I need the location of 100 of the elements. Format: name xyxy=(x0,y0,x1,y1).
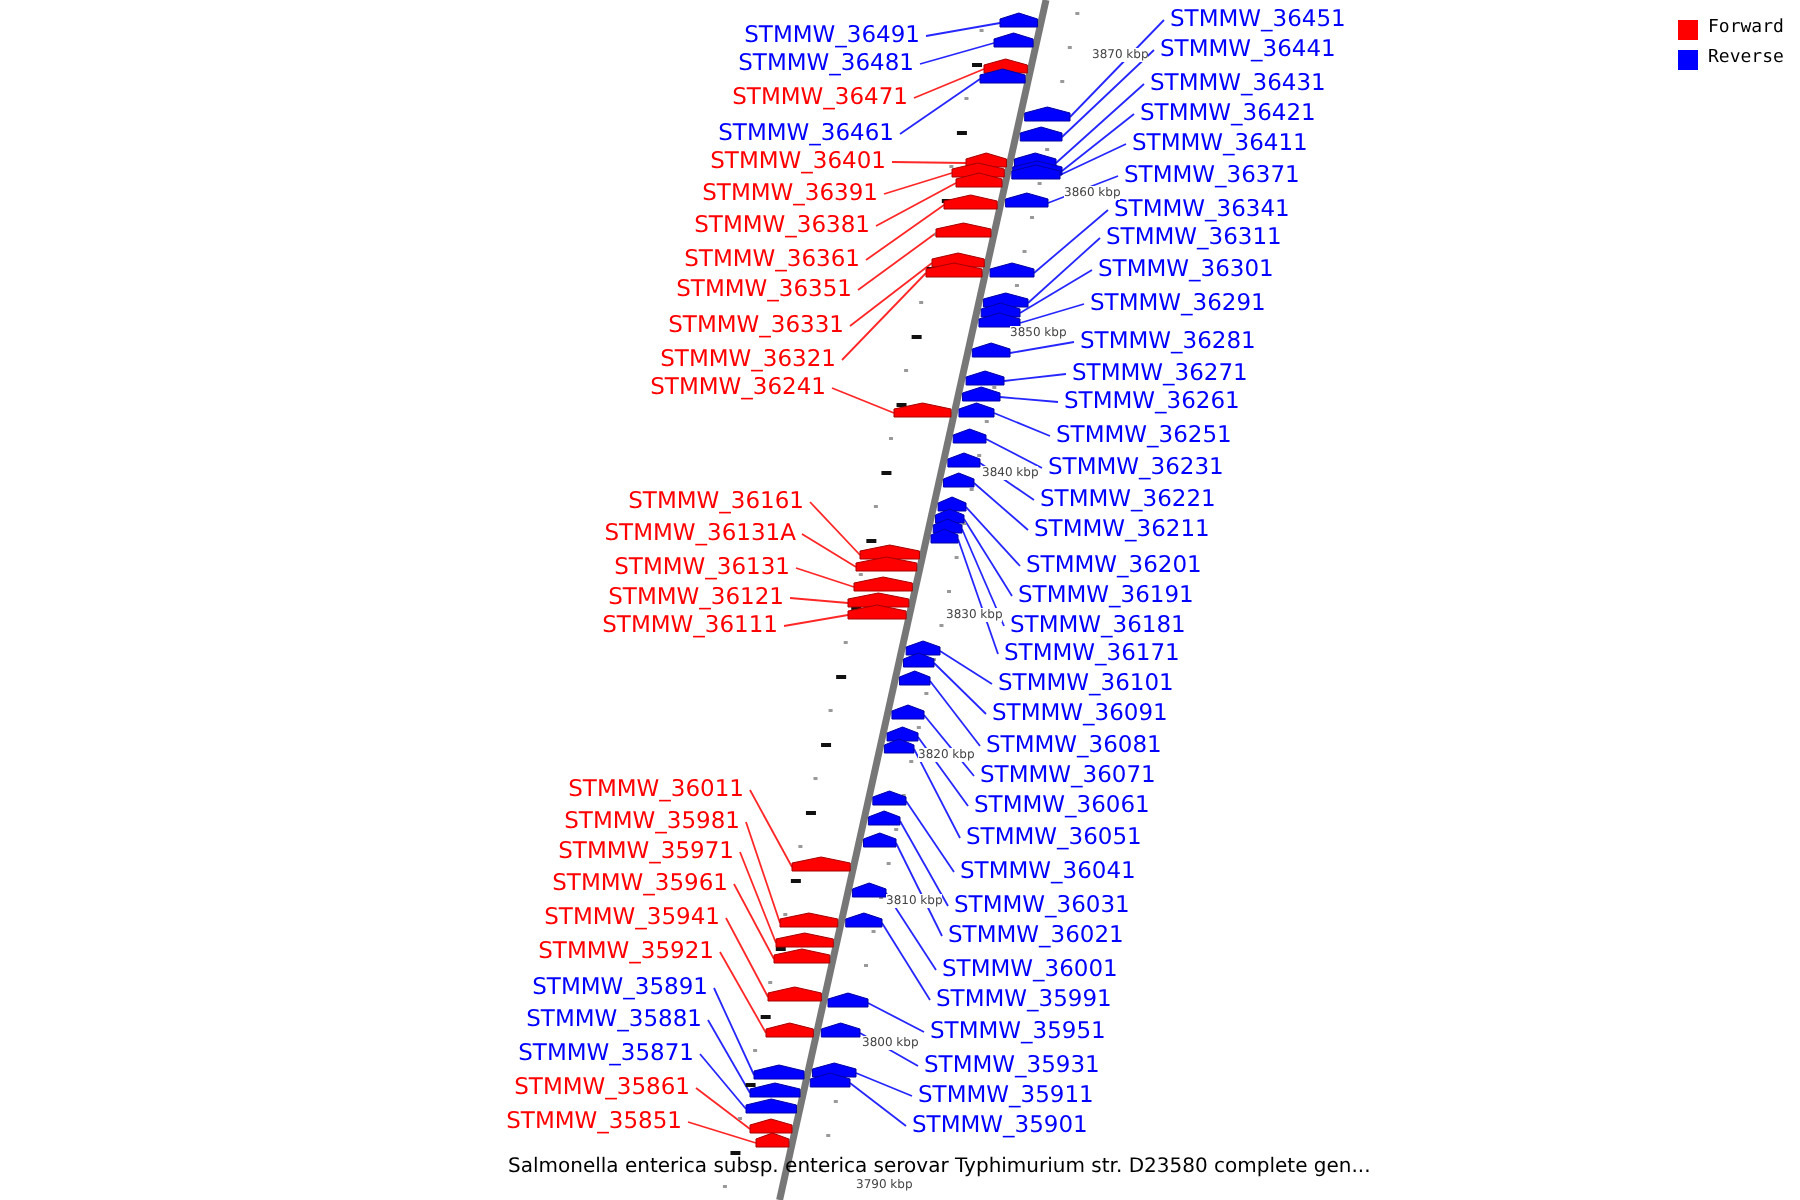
gene-label: STMMW_36241 xyxy=(650,374,826,400)
gene-label: STMMW_36051 xyxy=(966,824,1142,850)
gene-block xyxy=(855,556,918,572)
leader-line xyxy=(831,387,895,414)
gene-block xyxy=(930,528,959,544)
leader-line xyxy=(993,412,1051,437)
leader-line xyxy=(929,680,981,747)
leader-line xyxy=(1061,113,1135,172)
leader-line xyxy=(865,204,945,261)
gene-label: STMMW_36341 xyxy=(1114,196,1290,222)
gene-label: STMMW_36371 xyxy=(1124,162,1300,188)
leader-line xyxy=(725,917,769,998)
gene-label: STMMW_36471 xyxy=(732,84,908,110)
gene-label: STMMW_35941 xyxy=(544,904,720,930)
leader-line xyxy=(913,748,961,839)
gene-block xyxy=(872,790,907,806)
leader-line xyxy=(925,22,1001,37)
gene-label: STMMW_36191 xyxy=(1018,582,1194,608)
gene-label: STMMW_36181 xyxy=(1010,612,1186,638)
gene-label: STMMW_36261 xyxy=(1064,388,1240,414)
gene-label: STMMW_36111 xyxy=(602,612,778,638)
leader-line xyxy=(1003,373,1067,382)
gene-label: STMMW_35951 xyxy=(930,1018,1106,1044)
gene-block xyxy=(755,1132,790,1148)
leader-line xyxy=(1069,19,1165,118)
leader-line xyxy=(795,567,855,588)
gene-block xyxy=(863,832,897,848)
gene-label: STMMW_35901 xyxy=(912,1112,1088,1138)
gene-block xyxy=(905,640,941,656)
leader-line xyxy=(719,951,767,1034)
gene-block xyxy=(993,32,1034,48)
gene-label: STMMW_35861 xyxy=(514,1074,690,1100)
gene-block xyxy=(947,452,981,468)
gene-label: STMMW_36021 xyxy=(948,922,1124,948)
legend-label: Forward xyxy=(1708,18,1784,40)
gene-label: STMMW_36081 xyxy=(986,732,1162,758)
gene-block xyxy=(749,1082,801,1098)
gene-block xyxy=(753,1064,805,1080)
leader-line xyxy=(963,518,1013,597)
gene-block xyxy=(845,912,883,928)
gene-label: STMMW_36011 xyxy=(568,776,744,802)
gene-block xyxy=(942,472,975,488)
gene-block xyxy=(847,592,910,608)
gene-label: STMMW_36291 xyxy=(1090,290,1266,316)
gene-block xyxy=(979,68,1026,84)
gene-block xyxy=(989,262,1035,278)
gene-label: STMMW_36281 xyxy=(1080,328,1256,354)
gene-label: STMMW_36301 xyxy=(1098,256,1274,282)
gene-label: STMMW_36401 xyxy=(710,148,886,174)
leader-line xyxy=(713,987,755,1076)
gene-label: STMMW_36421 xyxy=(1140,100,1316,126)
leader-line xyxy=(867,1002,925,1033)
gene-block xyxy=(827,992,869,1008)
gene-label: STMMW_36061 xyxy=(974,792,1150,818)
gene-block xyxy=(962,386,1001,402)
leader-line xyxy=(745,821,781,924)
leader-line xyxy=(961,528,1005,627)
gene-label: STMMW_36201 xyxy=(1026,552,1202,578)
leader-line xyxy=(905,800,955,873)
gene-block xyxy=(978,312,1021,328)
gene-block xyxy=(851,882,887,898)
gene-block xyxy=(903,652,935,668)
gene-block xyxy=(859,544,920,560)
leader-line xyxy=(973,482,1029,531)
gene-label: STMMW_35971 xyxy=(558,838,734,864)
gene-block xyxy=(745,1098,797,1114)
leader-line xyxy=(707,1019,751,1094)
leader-line xyxy=(857,232,937,291)
leader-line xyxy=(695,1087,751,1130)
gene-label: STMMW_36101 xyxy=(998,670,1174,696)
leader-line xyxy=(919,42,995,65)
gene-block xyxy=(847,604,907,620)
gene-block xyxy=(749,1118,793,1134)
gene-label: STMMW_36171 xyxy=(1004,640,1180,666)
gene-block xyxy=(883,738,915,754)
gene-block xyxy=(899,670,931,686)
leader-line xyxy=(939,650,993,685)
gene-block xyxy=(1024,106,1071,122)
leader-line xyxy=(957,538,999,655)
gene-label: STMMW_36381 xyxy=(694,212,870,238)
gene-block xyxy=(952,428,987,444)
leader-line xyxy=(699,1053,747,1110)
leader-line xyxy=(1059,143,1127,176)
gene-label: STMMW_36411 xyxy=(1132,130,1308,156)
leader-line xyxy=(899,820,949,907)
gene-label: STMMW_36121 xyxy=(608,584,784,610)
gene-label: STMMW_35981 xyxy=(564,808,740,834)
leader-line xyxy=(1061,49,1155,138)
leader-line xyxy=(899,78,981,135)
leader-line xyxy=(883,172,953,195)
leader-line xyxy=(875,182,957,227)
gene-label: STMMW_36351 xyxy=(676,276,852,302)
leader-line xyxy=(965,506,1021,567)
gene-label: STMMW_36221 xyxy=(1040,486,1216,512)
leader-line xyxy=(849,262,933,327)
gene-block xyxy=(935,222,992,238)
gene-label: STMMW_35911 xyxy=(918,1082,1094,1108)
gene-block xyxy=(765,1022,814,1038)
gene-block xyxy=(925,262,983,278)
gene-block xyxy=(971,342,1011,358)
